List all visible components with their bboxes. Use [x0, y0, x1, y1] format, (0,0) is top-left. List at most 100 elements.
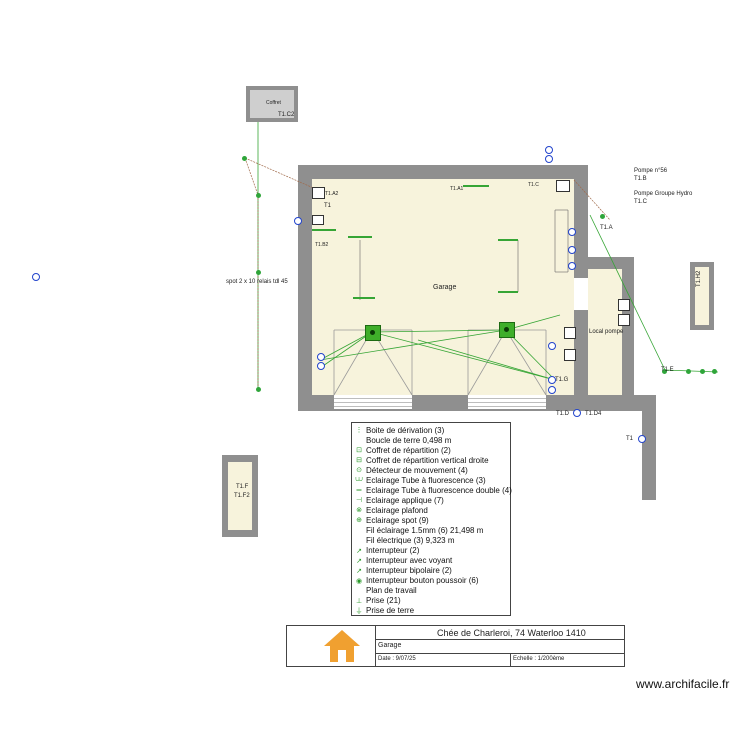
door-threshold-left [334, 395, 412, 409]
legend-label: Coffret de répartition vertical droite [366, 455, 489, 465]
legend-item: ⊥Prise (21) [354, 596, 401, 606]
tube-light-3 [498, 239, 518, 241]
pump-box-4 [564, 349, 576, 361]
legend-item: Plan de travail [354, 586, 417, 596]
ref-d-label: T1.A1 [450, 186, 464, 192]
room-sw-floor [228, 462, 252, 530]
junction-9 [712, 369, 717, 374]
distribution-box-top-left [312, 187, 325, 199]
coffret-room [246, 86, 298, 122]
wall-left [298, 165, 312, 411]
socket-12 [573, 409, 581, 417]
pompe2-label: Pompe Groupe Hydro [634, 191, 693, 197]
legend-item: ⊡Coffret de répartition (2) [354, 445, 451, 455]
legend-label: Interrupteur bipolaire (2) [366, 566, 452, 576]
t1-right-label: T1 [626, 436, 634, 442]
legend-label: Fil éclairage 1.5mm (6) 21,498 m [366, 526, 484, 535]
legend-item: ⏚Prise de terre [354, 606, 415, 616]
legend-label: Interrupteur avec voyant [366, 556, 453, 566]
vertical-box-icon: ⊟ [356, 457, 362, 465]
distribution-box-icon: ⊡ [356, 447, 362, 455]
earth-socket-icon: ⏚ [355, 607, 363, 615]
ref-b-label: T1.B2 [315, 242, 329, 248]
legend-label: Prise de terre [366, 606, 415, 616]
wall-top [298, 165, 588, 179]
junction-5 [600, 214, 605, 219]
motion-detector-icon: ⊙ [356, 467, 362, 475]
legend-item: Boucle de terre 0,498 m [354, 435, 451, 445]
coffret-label: Coffret [266, 100, 281, 106]
ref-c-label: T1.C [528, 182, 539, 188]
socket-8 [568, 262, 576, 270]
pump-box-2 [618, 314, 630, 326]
tube-light-4 [498, 291, 518, 293]
legend-item: ⊣Eclairage applique (7) [354, 495, 444, 505]
pump-box-3 [564, 327, 576, 339]
legend-label: Interrupteur (2) [366, 546, 420, 556]
socket-4 [545, 146, 553, 154]
t1-small-label: T1.A [600, 225, 613, 231]
legend-label: Prise (21) [366, 596, 401, 606]
door-threshold-right [468, 395, 546, 409]
pompe1-code: T1.B [634, 176, 647, 182]
t1c2-label: T1.C2 [278, 112, 295, 118]
legend-label: Eclairage Tube à fluorescence (3) [366, 475, 486, 485]
legend-item: ⊕ Eclairage spot (9) [354, 515, 429, 525]
tube-light-5 [463, 185, 489, 187]
t1h2-label: T1.H2 [696, 270, 702, 287]
local-pompe-floor [588, 269, 622, 395]
legend-item: ⩊Eclairage Tube à fluorescence (3) [354, 475, 486, 485]
vertical-box-left [312, 215, 324, 225]
tube-light-1 [348, 236, 372, 238]
socket-icon: ⊥ [355, 597, 363, 605]
legend-item: ◉Interrupteur bouton poussoir (6) [354, 576, 479, 586]
socket-2 [317, 353, 325, 361]
wall-pompe-top [574, 257, 630, 269]
junction-3 [256, 270, 261, 275]
legend-label: Eclairage Tube à fluorescence double (4) [366, 485, 512, 495]
legend-label: Eclairage plafond [366, 505, 428, 515]
t1e-label: T1.E [661, 367, 674, 373]
legend-item: Fil éclairage 1.5mm (6) 21,498 m [354, 526, 483, 536]
spot-light-icon: ⊕ [356, 517, 362, 525]
legend-label: Eclairage spot (9) [366, 515, 429, 525]
socket-10 [548, 376, 556, 384]
socket-5 [545, 155, 553, 163]
socket-13 [32, 273, 40, 281]
legend: ⋮Boite de dérivation (3)Boucle de terre … [351, 422, 512, 616]
spot-wire-label: spot 2 x 10 relais tdl 45 [226, 279, 288, 285]
t1d4-label: T1.D4 [585, 411, 602, 417]
pump-box-1 [618, 299, 630, 311]
legend-item: ↗Interrupteur avec voyant [354, 556, 452, 566]
project-text: Garage [378, 642, 402, 649]
room-east-floor [695, 267, 709, 325]
garage-floor [312, 179, 574, 395]
junction-box-icon: ⋮ [355, 427, 363, 434]
bipolar-switch-icon: ↗ [356, 567, 362, 575]
wall-right-upper [574, 165, 588, 268]
socket-1 [294, 217, 302, 225]
tube-light-icon: ⩊ [355, 476, 363, 484]
ceiling-light-icon: ⊗ [356, 507, 362, 515]
spot-light-left [365, 325, 381, 341]
wall-divider-lower [574, 310, 588, 402]
socket-6 [568, 228, 576, 236]
socket-14 [638, 435, 646, 443]
legend-item: ⋮Boite de dérivation (3) [354, 425, 445, 435]
distribution-box-top-right [556, 180, 570, 192]
junction-2 [256, 193, 261, 198]
watermark: www.archifacile.fr [636, 677, 730, 691]
junction-7 [686, 369, 691, 374]
local-pompe-label: Local pompe [589, 329, 624, 335]
wall-pompe-right [622, 257, 634, 402]
t1-label: T1 [324, 203, 332, 209]
legend-label: Détecteur de mouvement (4) [366, 465, 468, 475]
scale-text: Echelle : 1/200ème [513, 656, 565, 662]
legend-item: ⊙ Détecteur de mouvement (4) [354, 465, 468, 475]
t1d-label: T1.D [556, 411, 570, 417]
legend-item: ↗ Interrupteur bipolaire (2) [354, 566, 452, 576]
pompe1-label: Pompe n°56 [634, 168, 668, 174]
legend-item: ↗Interrupteur (2) [354, 546, 419, 556]
address-text: Chée de Charleroi, 74 Waterloo 1410 [437, 628, 586, 638]
